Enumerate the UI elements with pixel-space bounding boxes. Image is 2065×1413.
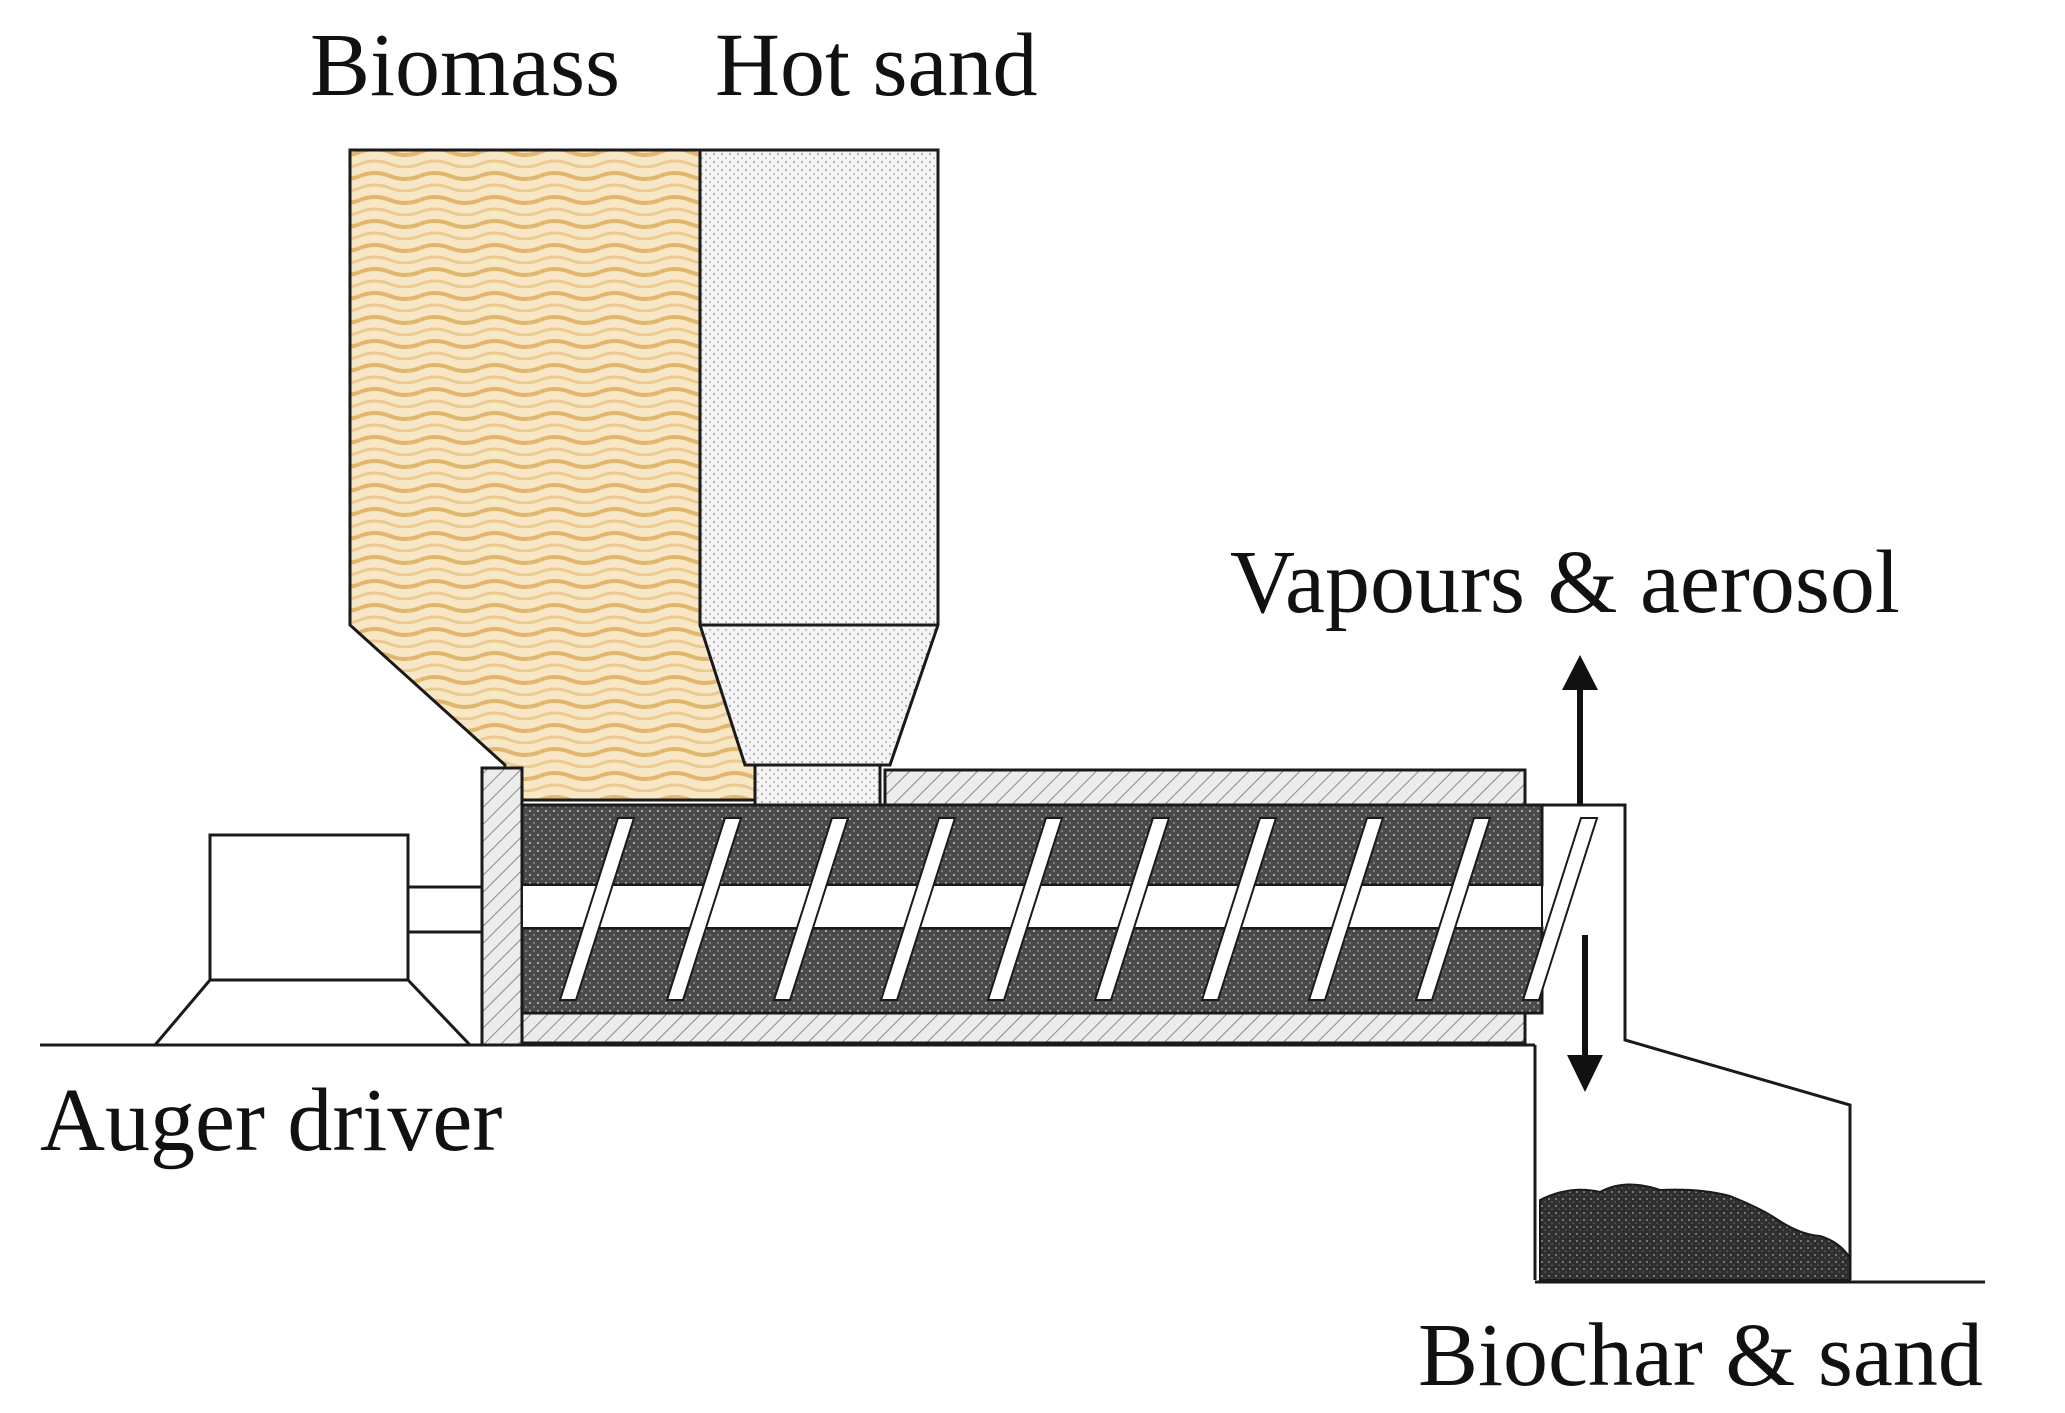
arrow-down-icon (1567, 935, 1603, 1092)
auger-flight (772, 817, 850, 1001)
label-vapours: Vapours & aerosol (1230, 533, 1900, 632)
reactor-end-wall (480, 766, 524, 1047)
reactor-top-wall (883, 768, 1527, 807)
label-hot-sand: Hot sand (715, 16, 1037, 115)
drive-shaft (406, 885, 484, 934)
auger-flights (558, 817, 1599, 1001)
arrow-up-icon (1562, 655, 1598, 805)
auger-flight (1200, 817, 1278, 1001)
auger-flight (1093, 817, 1171, 1001)
auger-motor (151, 833, 474, 1047)
reactor-bottom-wall (520, 1011, 1527, 1045)
auger-flight (665, 817, 743, 1001)
auger-flight (1414, 817, 1492, 1001)
label-biochar-sand: Biochar & sand (1418, 1306, 1983, 1405)
label-auger-driver: Auger driver (40, 1071, 502, 1170)
label-biomass: Biomass (310, 16, 620, 115)
hot-sand-hopper (698, 148, 940, 807)
auger-flight (986, 817, 1064, 1001)
auger-flight (1307, 817, 1385, 1001)
auger-flight (558, 817, 636, 1001)
auger-flight (879, 817, 957, 1001)
collection-chute (1533, 803, 1985, 1284)
auger-flight (1521, 817, 1599, 1001)
biochar-heap (1539, 1183, 1851, 1281)
